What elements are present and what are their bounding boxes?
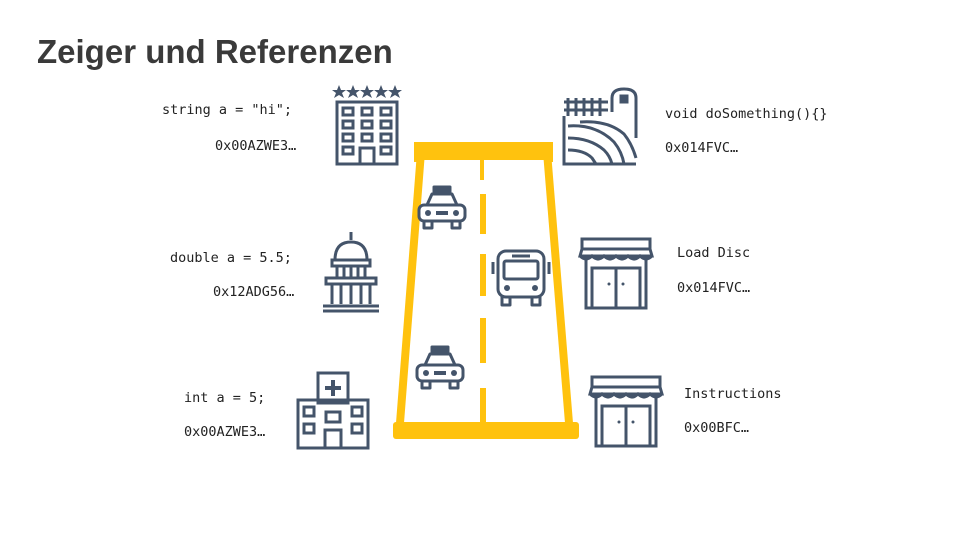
left-address-1: 0x00AZWE3… [215, 138, 297, 154]
right-code-1: void doSomething(){} [665, 106, 828, 122]
store-icon [588, 375, 664, 448]
left-address-2: 0x12ADG56… [213, 284, 295, 300]
left-code-1: string a = "hi"; [162, 102, 293, 118]
right-address-1: 0x014FVC… [665, 140, 739, 156]
capitol-icon [323, 232, 379, 313]
left-address-3: 0x00AZWE3… [184, 424, 266, 440]
farm-icon [562, 87, 638, 166]
taxi-icon [417, 185, 467, 230]
taxi-icon [415, 345, 465, 390]
right-address-3: 0x00BFC… [684, 420, 750, 436]
store-icon [578, 237, 654, 310]
page-title: Zeiger und Referenzen [37, 33, 393, 70]
left-code-3: int a = 5; [184, 390, 266, 406]
right-address-2: 0x014FVC… [677, 280, 751, 296]
right-code-3: Instructions [684, 386, 782, 402]
left-code-2: double a = 5.5; [170, 250, 292, 266]
road [393, 142, 579, 439]
right-code-2: Load Disc [677, 245, 751, 261]
bus-icon [491, 249, 551, 307]
hospital-icon [296, 371, 370, 450]
hotel-icon [332, 85, 402, 166]
